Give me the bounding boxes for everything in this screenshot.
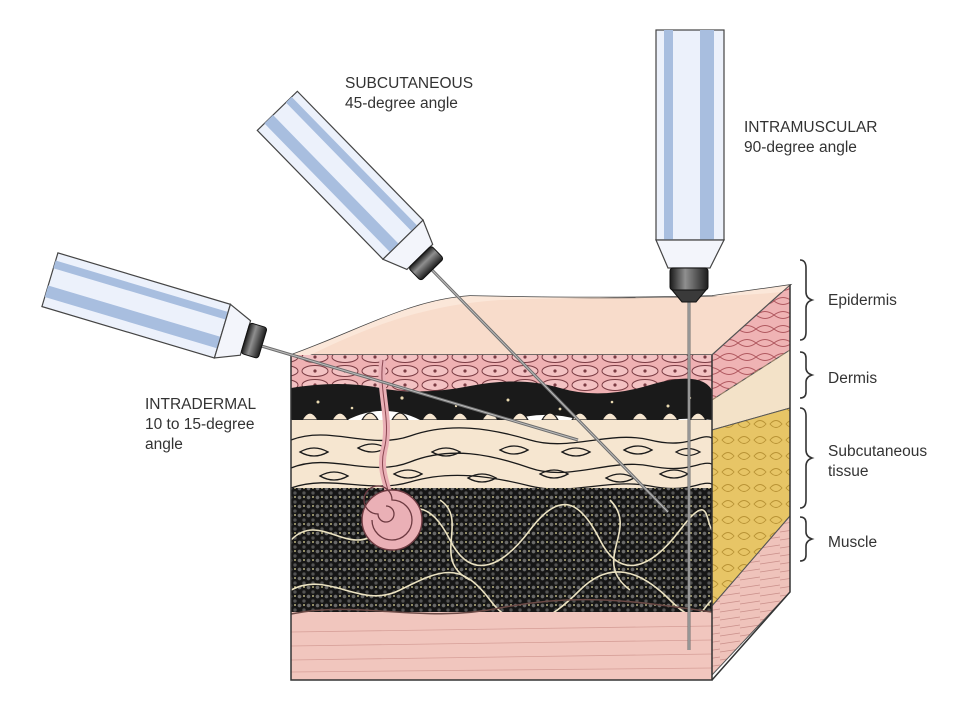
intramuscular-label: INTRAMUSCULAR 90-degree angle	[744, 118, 877, 158]
dermis-bracket	[799, 351, 815, 399]
layer-subcutaneous-text-1: Subcutaneous	[828, 443, 928, 460]
sweat-gland	[361, 359, 423, 551]
layer-label-dermis: Dermis	[828, 369, 877, 389]
intradermal-angle-line-2: angle	[145, 436, 183, 453]
subcutaneous-syringe	[256, 90, 670, 514]
intradermal-syringe	[41, 252, 579, 442]
front-face	[291, 355, 712, 680]
layer-brackets	[799, 259, 815, 562]
layer-label-subcutaneous: Subcutaneous tissue	[828, 442, 927, 482]
layer-label-muscle: Muscle	[828, 533, 877, 553]
layer-muscle-text: Muscle	[828, 534, 878, 551]
subcutaneous-label: SUBCUTANEOUS 45-degree angle	[345, 74, 473, 114]
intradermal-hub	[241, 322, 268, 359]
intradermal-angle-line-1: 10 to 15-degree	[145, 416, 255, 433]
intramuscular-syringe	[655, 29, 725, 650]
skin-surface	[290, 283, 793, 356]
subcutaneous-angle-line-1: 45-degree angle	[345, 95, 458, 112]
intramuscular-angle-line-1: 90-degree angle	[744, 139, 857, 156]
layer-epidermis-text: Epidermis	[828, 292, 897, 309]
skin-block	[290, 283, 793, 681]
subcutaneous-bracket	[799, 407, 815, 509]
muscle-bracket	[799, 516, 815, 562]
intramuscular-title: INTRAMUSCULAR	[744, 119, 878, 136]
intramuscular-hub	[669, 267, 709, 291]
intradermal-label: INTRADERMAL 10 to 15-degree angle	[145, 395, 256, 455]
subcutaneous-hub	[409, 246, 444, 281]
subcutaneous-title: SUBCUTANEOUS	[345, 75, 474, 92]
layer-label-epidermis: Epidermis	[828, 291, 897, 311]
intradermal-title: INTRADERMAL	[145, 396, 257, 413]
epidermis-bracket	[799, 259, 815, 341]
layer-subcutaneous-text-2: tissue	[828, 463, 869, 480]
layer-dermis-text: Dermis	[828, 370, 878, 387]
